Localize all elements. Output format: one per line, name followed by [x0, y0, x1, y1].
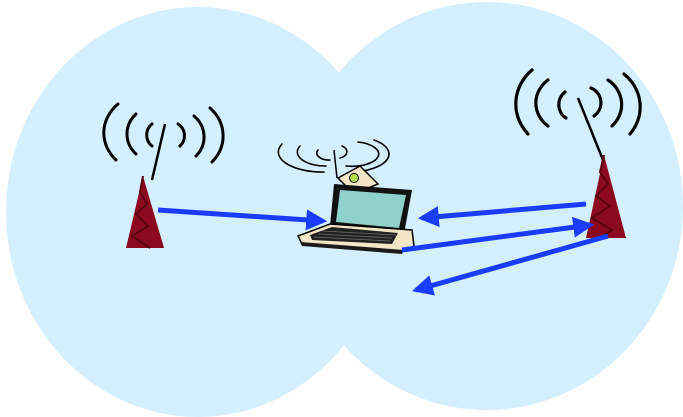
diagram-canvas — [0, 0, 683, 417]
coverage-diagram — [0, 0, 683, 417]
